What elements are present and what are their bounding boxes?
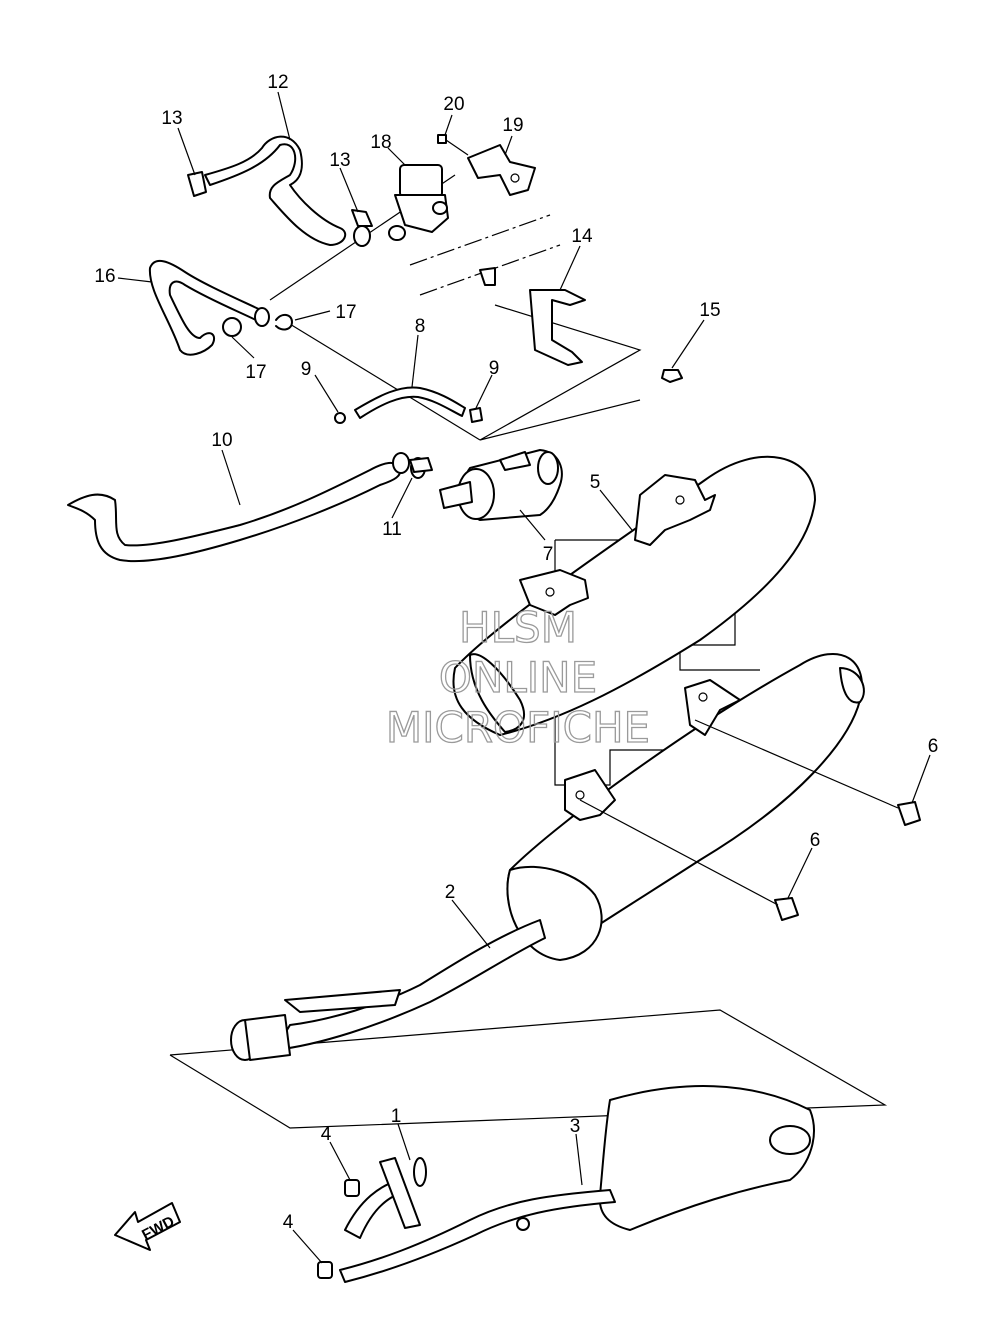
callout-7: 7 [543, 544, 554, 565]
callout-5: 5 [590, 472, 601, 493]
callout-13-right: 13 [329, 150, 350, 171]
part-8-hose [354, 386, 466, 419]
clamps [187, 171, 483, 479]
callout-4-upper: 4 [321, 1124, 332, 1145]
part-6-bolts [579, 719, 921, 921]
part-16-hose [148, 259, 270, 356]
part-12-hose [204, 135, 347, 246]
callout-20: 20 [443, 94, 464, 115]
forward-direction-arrow: FWD [114, 1202, 181, 1251]
callout-18: 18 [370, 132, 391, 153]
callout-2: 2 [445, 882, 456, 903]
callout-1: 1 [391, 1106, 402, 1127]
callout-17-right: 17 [335, 302, 356, 323]
callout-13-left: 13 [161, 108, 182, 129]
callout-6-right: 6 [928, 736, 939, 757]
callout-14: 14 [571, 226, 593, 247]
part-19-bracket [467, 144, 536, 196]
callout-17-lower: 17 [245, 362, 266, 383]
callout-4-lower: 4 [283, 1212, 294, 1233]
muffler-upper [452, 455, 816, 736]
watermark-line-3: MICROFICHE [386, 703, 650, 752]
callout-6-lower: 6 [810, 830, 821, 851]
callout-3: 3 [570, 1116, 581, 1137]
part-18-valve [353, 164, 449, 247]
callouts: 1 2 3 4 4 5 6 6 7 8 9 9 10 11 12 13 13 1… [94, 72, 938, 1233]
muffler-lower [230, 653, 865, 1061]
callout-9-right: 9 [489, 358, 500, 379]
part-15-bolt [661, 369, 683, 383]
part-20-bolt [437, 134, 469, 156]
watermark-line-1: HLSM [459, 603, 577, 652]
leader-lines [117, 91, 931, 1264]
callout-8: 8 [415, 316, 426, 337]
watermark: HLSM ONLINE MICROFICHE [385, 602, 650, 752]
part-14-bracket [479, 267, 586, 366]
callout-16: 16 [94, 266, 115, 287]
callout-11: 11 [382, 519, 402, 540]
callout-19: 19 [502, 115, 523, 136]
watermark-line-2: ONLINE [439, 653, 597, 702]
part-10-hose [67, 452, 410, 563]
callout-15: 15 [699, 300, 720, 321]
part-3-pipe [317, 1085, 815, 1283]
callout-9-left: 9 [301, 359, 312, 380]
part-7-canister [439, 449, 563, 521]
callout-12: 12 [267, 72, 288, 93]
callout-10: 10 [211, 430, 232, 451]
